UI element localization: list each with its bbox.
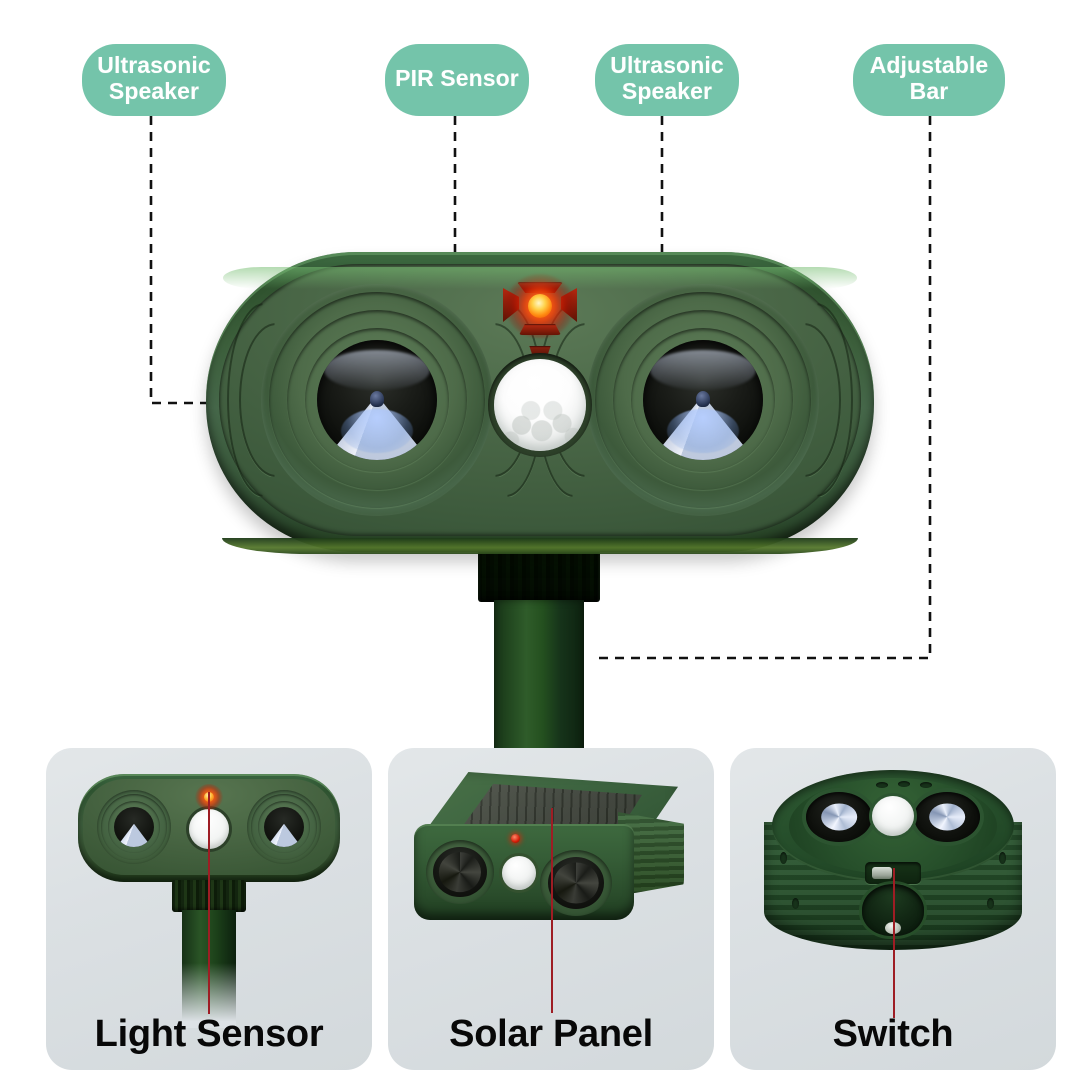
pir-sensor-dome <box>872 796 914 836</box>
speaker-cone-icon <box>821 803 857 831</box>
ultrasonic-speaker-left <box>261 284 493 516</box>
speaker-throat <box>317 340 437 460</box>
callout-label: Adjustable Bar <box>869 52 989 104</box>
speaker-throat <box>643 340 763 460</box>
panel-caption-light-sensor: Light Sensor <box>94 1013 324 1055</box>
callout-label: Ultrasonic Speaker <box>610 52 724 104</box>
indicator-led <box>511 834 520 843</box>
vent-hole-icon <box>920 782 932 788</box>
pointer-line-solar-panel <box>551 808 553 1013</box>
pointer-line-light-sensor <box>208 792 210 1014</box>
callout-pir-sensor[interactable]: PIR Sensor <box>385 44 529 116</box>
speaker-cone-tip <box>696 390 710 407</box>
speaker-gloss <box>324 349 430 391</box>
callout-ultrasonic-speaker-right[interactable]: Ultrasonic Speaker <box>595 44 739 116</box>
detail-panel-switch[interactable]: Switch <box>730 748 1056 1070</box>
pir-facets-icon <box>494 359 586 452</box>
ultrasonic-speaker-left <box>426 840 494 904</box>
vent-hole-icon <box>898 781 910 787</box>
mini-ultrasonic-speaker-right <box>247 790 321 864</box>
screw-hole-icon <box>792 898 799 909</box>
device-three-quarter-view <box>410 772 692 948</box>
speaker-cone-icon <box>114 823 154 847</box>
shell-bottom-edge <box>222 538 858 554</box>
screw-hole-icon <box>999 852 1006 864</box>
callout-ultrasonic-speaker-left[interactable]: Ultrasonic Speaker <box>82 44 226 116</box>
pointer-line-switch <box>893 868 895 1018</box>
screw-hole-icon <box>987 898 994 909</box>
device-front-face <box>414 824 634 920</box>
callout-label: Ultrasonic Speaker <box>97 52 211 104</box>
pir-sensor-dome <box>502 856 536 890</box>
slide-switch-knob[interactable] <box>872 867 892 879</box>
screw-hole-icon <box>780 852 787 864</box>
callout-adjustable-bar[interactable]: Adjustable Bar <box>853 44 1005 116</box>
speaker-cone-icon <box>929 803 965 831</box>
vent-hole-icon <box>876 782 888 788</box>
speaker-gloss <box>650 349 756 391</box>
speaker-cone-icon <box>264 823 304 847</box>
speaker-cone-highlight <box>667 408 739 453</box>
device-front-view <box>206 252 874 554</box>
speaker-cone-icon <box>438 852 482 892</box>
panel-caption-solar-panel: Solar Panel <box>449 1013 653 1055</box>
led-bracket-icon <box>519 324 561 335</box>
indicator-led <box>503 274 577 376</box>
ultrasonic-speaker-right <box>587 284 819 516</box>
speaker-throat <box>114 807 154 847</box>
panel-caption-switch: Switch <box>832 1013 954 1055</box>
speaker-cone-icon <box>553 862 599 904</box>
speaker-throat <box>264 807 304 847</box>
device-faceplate <box>219 264 861 536</box>
led-core <box>528 294 552 318</box>
pir-dome-surface <box>494 359 586 452</box>
detail-panel-solar-panel[interactable]: Solar Panel <box>388 748 714 1070</box>
mini-ultrasonic-speaker-left <box>97 790 171 864</box>
pir-sensor-dome <box>488 353 592 458</box>
ultrasonic-speaker-right <box>914 792 980 842</box>
ultrasonic-speaker-left <box>806 792 872 842</box>
speaker-cone-tip <box>370 390 384 407</box>
detail-panel-light-sensor[interactable]: Light Sensor <box>46 748 372 1070</box>
speaker-cone-highlight <box>341 408 413 453</box>
callout-label: PIR Sensor <box>395 65 519 92</box>
